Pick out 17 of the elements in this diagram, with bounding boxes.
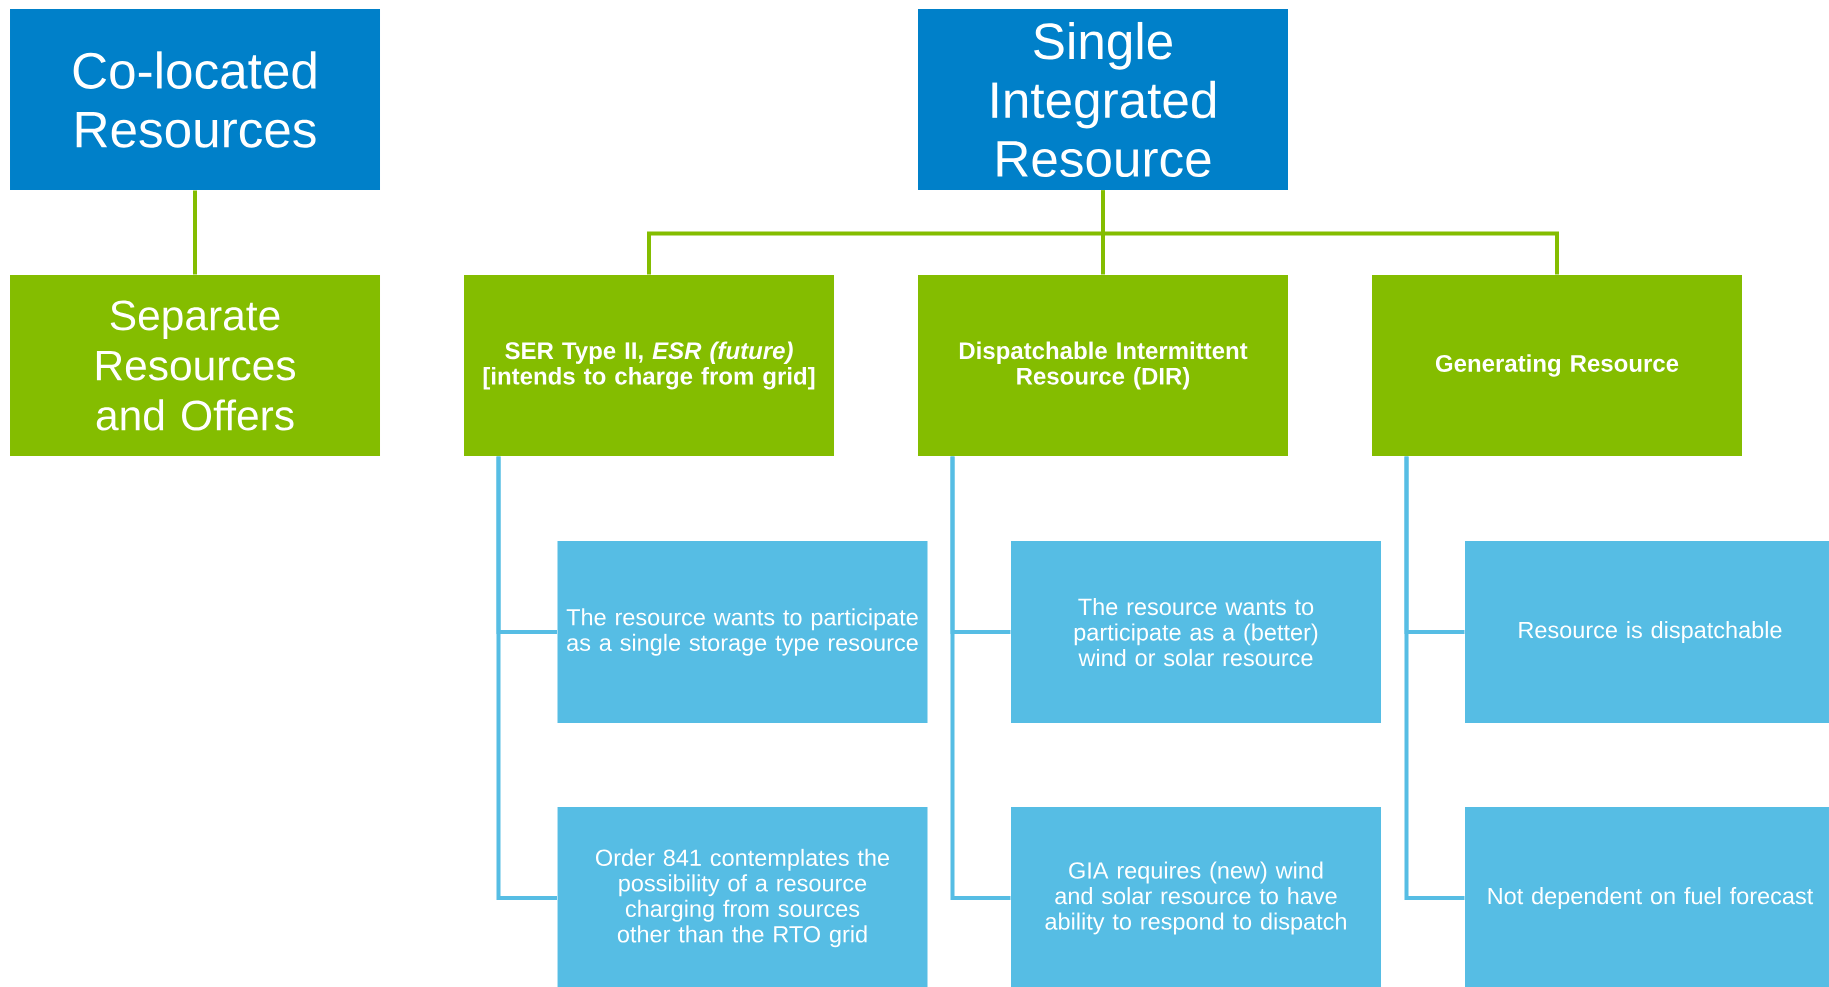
connector-line (496, 456, 557, 900)
description-box: Order 841 contemplates the possibility of a resource charging from sources other than the RTO grid (557, 807, 928, 987)
connector-line (950, 456, 1011, 900)
description-box: GIA requires (new) wind and solar resource to have ability to respond to dispatch (1011, 807, 1381, 987)
category-box: Separate Resources and Offers (10, 275, 380, 456)
heading-box: Co-located Resources (10, 9, 380, 190)
description-box: Not dependent on fuel forecast (1465, 807, 1829, 987)
heading-box: Single Integrated Resource (918, 9, 1288, 190)
category-box: Dispatchable Intermittent Resource (DIR) (918, 275, 1288, 456)
description-box: Resource is dispatchable (1465, 541, 1829, 723)
description-box: The resource wants to participate as a single storage type resource (557, 541, 928, 723)
connector-line (193, 190, 197, 275)
connector-line (1404, 456, 1465, 900)
description-box: The resource wants to participate as a (better) wind or solar resource (1011, 541, 1381, 723)
connector-line (1101, 190, 1559, 275)
category-box: Generating Resource (1372, 275, 1742, 456)
category-box: SER Type II, ESR (future) [intends to charge from grid] (464, 275, 834, 456)
